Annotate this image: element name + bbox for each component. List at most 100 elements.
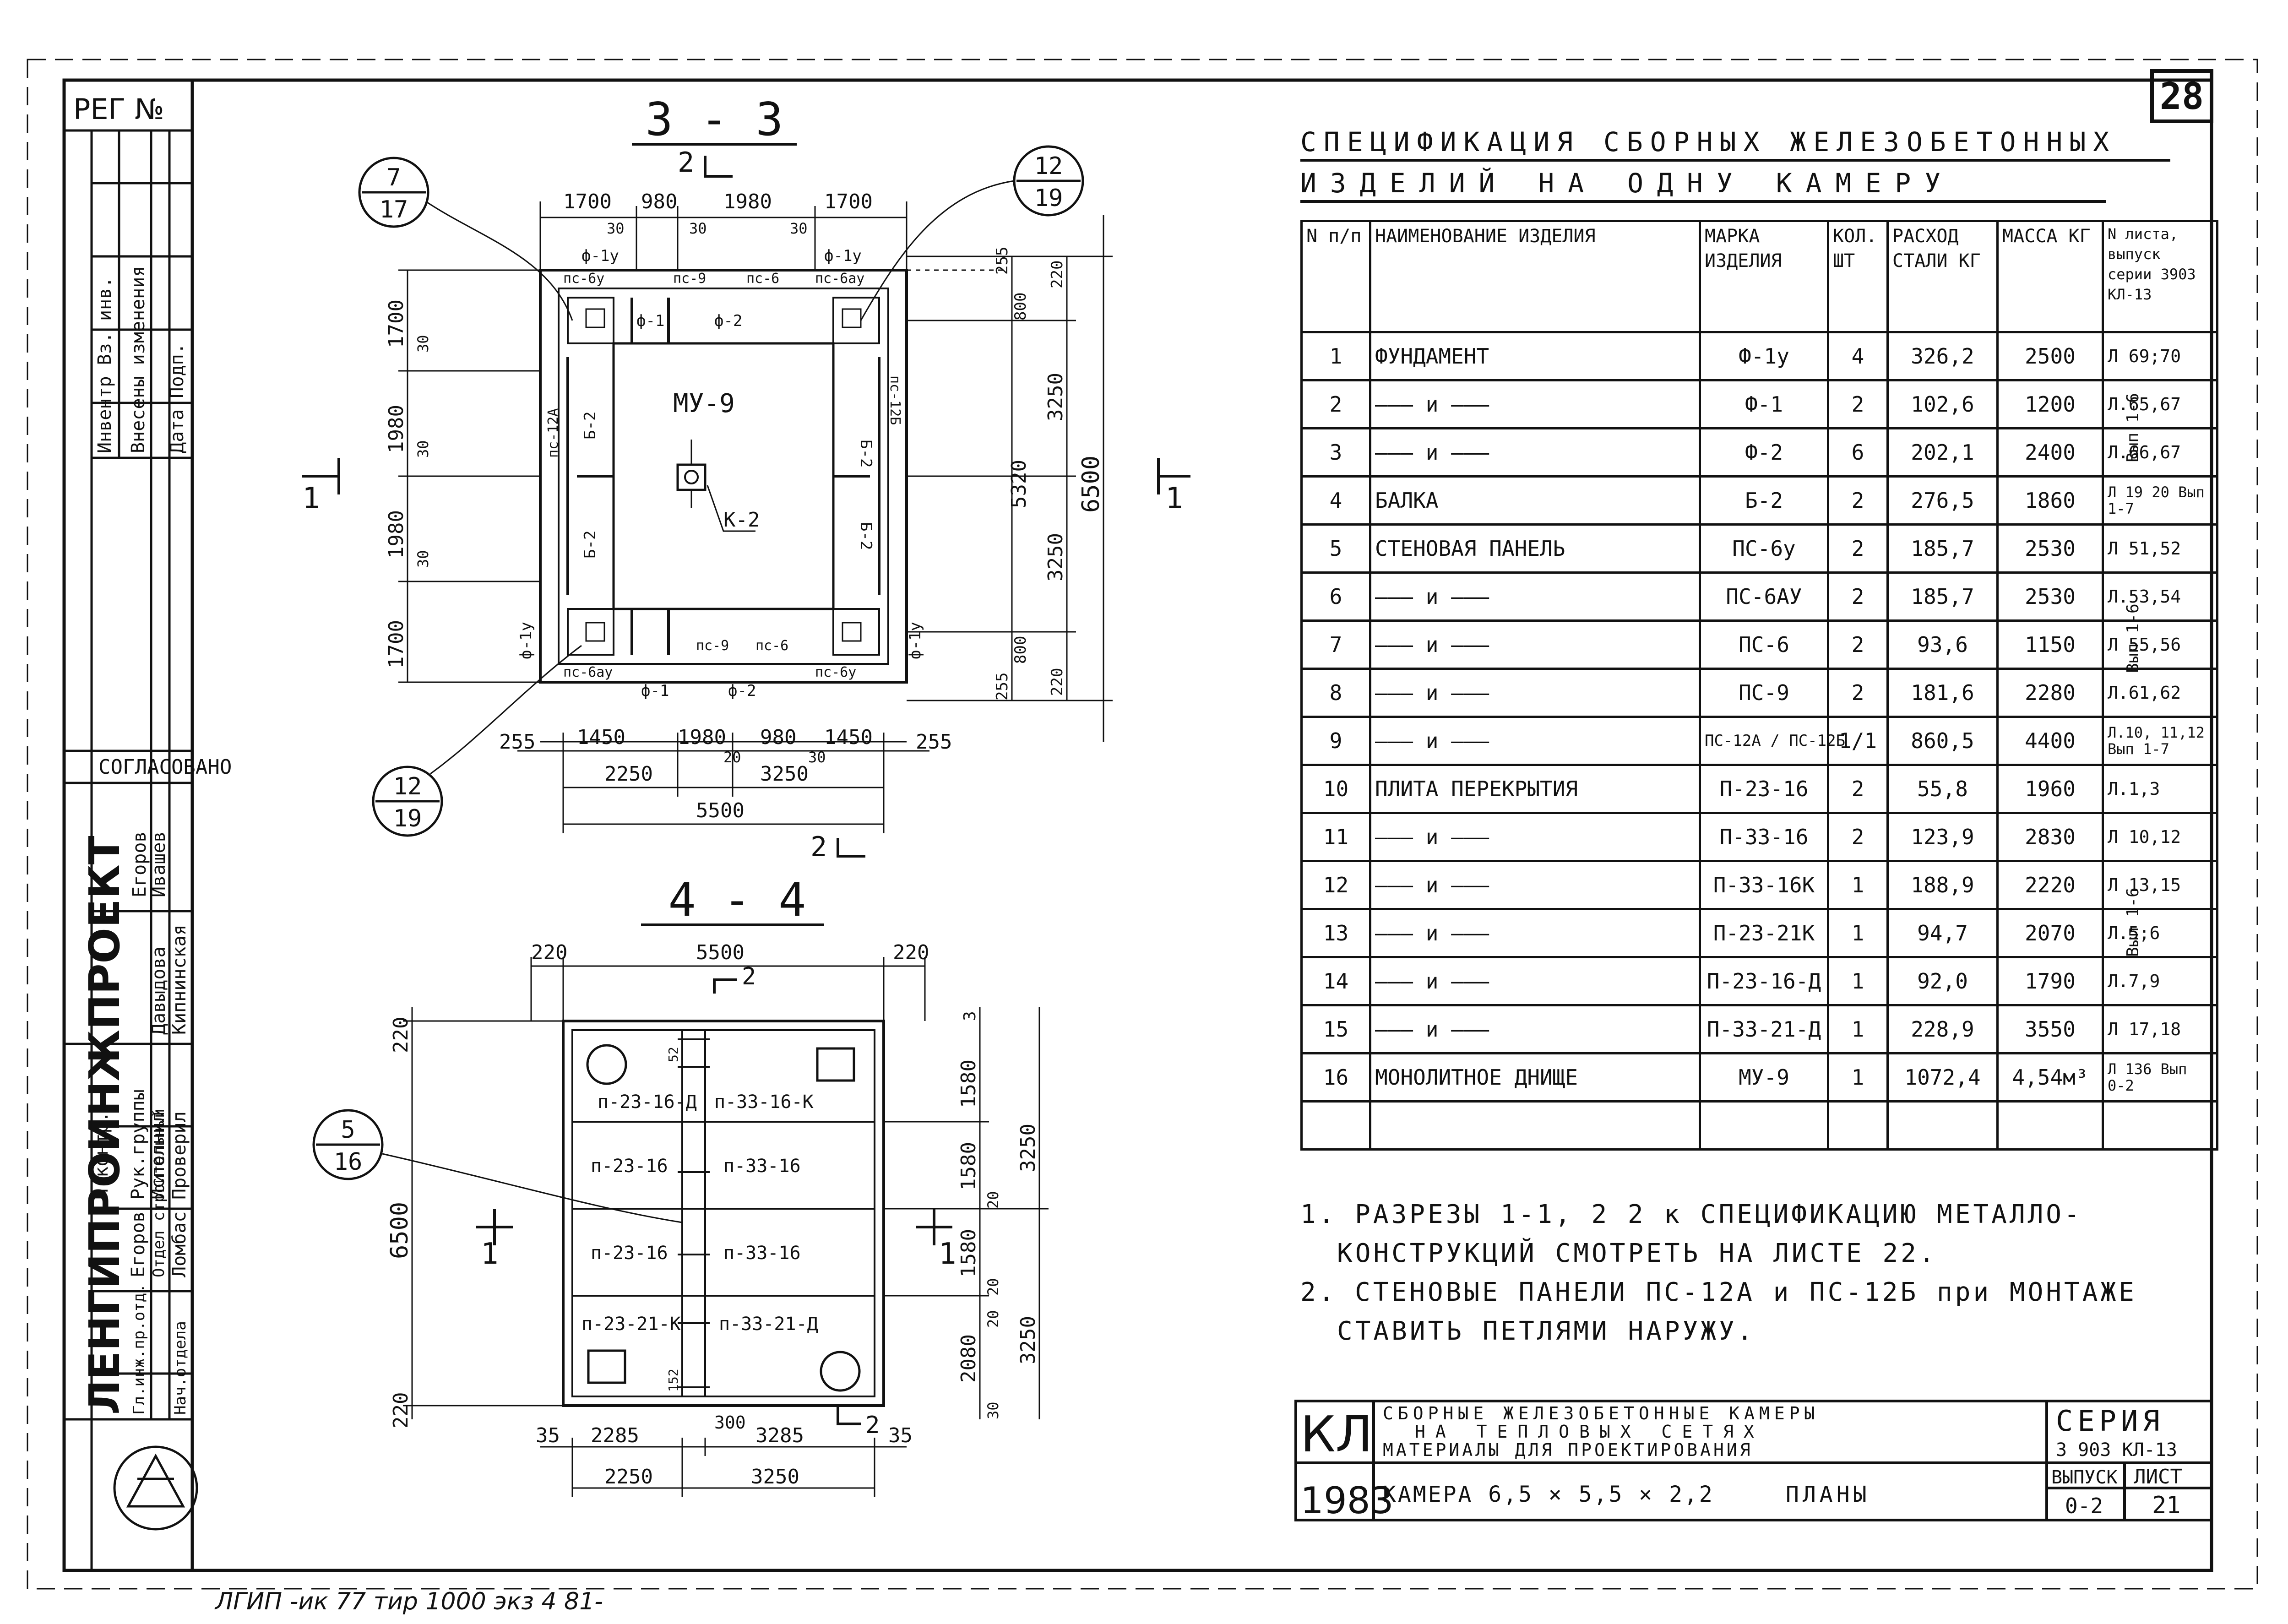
spec-cell-mark: П-23-16 (1699, 764, 1829, 814)
callout-5-top: 5 (341, 1116, 355, 1144)
spec-cell-name: ——— и ——— (1369, 1004, 1701, 1054)
dim-4-4-bot2-1: 2250 (604, 1465, 653, 1488)
spec-cell-ref: Л.65,67 (2102, 379, 2218, 429)
stamp-role-group-head: Рук.группы (128, 1089, 149, 1200)
section-4-4-title: 4 - 4 (668, 873, 806, 927)
spec-cell-mark: П-23-16-Д (1699, 956, 1829, 1006)
label-ps6-top: пс-6 (746, 271, 779, 287)
spec-cell-name: МОНОЛИТНОЕ ДНИЩЕ (1369, 1052, 1701, 1103)
note-line-3: 2. СТЕНОВЫЕ ПАНЕЛИ ПС-12А и ПС-12Б при М… (1300, 1277, 2137, 1307)
slab-label: п-23-16-Д (598, 1092, 697, 1113)
label-ps9-top: пс-9 (673, 271, 706, 287)
dim-3-3-overall-width: 5500 (696, 799, 745, 822)
spec-cell-n: 15 (1300, 1004, 1371, 1054)
spec-cell-steel: 188,9 (1886, 860, 1999, 910)
title-block-list: 21 (2152, 1492, 2181, 1519)
spec-cell-name: БАЛКА (1369, 475, 1701, 526)
dim-3-3-right-4: 3250 (1044, 373, 1067, 421)
label-ps6y-top: пс-6у (563, 271, 604, 287)
dim-4-4-bot-3: 300 (714, 1412, 746, 1433)
stamp-organization: ЛЕНГИПРОИНЖПРОЕКТ (80, 836, 129, 1415)
callout-5-bottom: 16 (334, 1148, 363, 1176)
spec-cell-steel: 123,9 (1886, 812, 1999, 862)
dim-3-3-right-5: 3250 (1044, 533, 1067, 581)
spec-cell-mark: Ф-1у (1699, 331, 1829, 381)
spec-cell-qty: 2 (1827, 668, 1889, 718)
spec-cell-qty: 1 (1827, 1004, 1889, 1054)
spec-cell-n: 13 (1300, 908, 1371, 958)
dim-3-3-leftsub-2: 30 (414, 440, 432, 458)
dim-3-3-left-4: 1700 (385, 620, 408, 668)
spec-cell-mark: ПС-9 (1699, 668, 1829, 718)
spec-cell-qty: 2 (1827, 764, 1889, 814)
dim-3-3-leftsub-3: 30 (414, 550, 432, 568)
label-ps6ay-top: пс-6ау (815, 271, 864, 287)
spec-cell-steel: 93,6 (1886, 619, 1999, 670)
spec-col-name: НАИМЕНОВАНИЕ ИЗДЕЛИЯ (1369, 220, 1701, 333)
spec-cell-qty: 1 (1827, 1052, 1889, 1103)
spec-cell-mass: 1790 (1996, 956, 2104, 1006)
stamp-name-3: Давыдова (148, 946, 169, 1035)
sheet-number: 28 (2160, 75, 2204, 118)
title-block-issue: 0-2 (2065, 1494, 2103, 1518)
spec-cell-steel: 202,1 (1886, 427, 1999, 478)
spec-cell-mark: П-33-21-Д (1699, 1004, 1829, 1054)
title-block-issue-label: ВЫПУСК (2051, 1467, 2118, 1488)
label-f1y-tr: ф-1у (824, 247, 862, 265)
stamp-changes-label: Внесены изменения (128, 266, 149, 453)
note-line-2: КОНСТРУКЦИЙ СМОТРЕТЬ НА ЛИСТЕ 22. (1337, 1238, 1937, 1268)
spec-cell-steel: 228,9 (1886, 1004, 1999, 1054)
spec-cell-n: 6 (1300, 571, 1371, 622)
dim-4-4-right-3: 1580 (957, 1142, 980, 1190)
spec-cell-n: 5 (1300, 523, 1371, 574)
spec-cell-n: 11 (1300, 812, 1371, 862)
spec-cell-mark: Ф-2 (1699, 427, 1829, 478)
dim-4-4-right-group-2: 3250 (1016, 1316, 1040, 1364)
reg-no-label: РЕГ № (73, 92, 164, 126)
spec-cell-ref: Л.53,54 (2102, 571, 2218, 622)
label-k2: К-2 (723, 508, 760, 532)
spec-cell-n: 14 (1300, 956, 1371, 1006)
dim-4-4-bot-5: 35 (888, 1424, 913, 1447)
dim-4-4-right-8: 20 (984, 1310, 1002, 1328)
section-4-4-cut-bottom: 2 (865, 1412, 880, 1439)
title-block-code: КЛ (1300, 1406, 1373, 1463)
dim-4-4-right-9: 30 (984, 1401, 1002, 1419)
spec-cell-mark: ПС-6 (1699, 619, 1829, 670)
spec-empty-cell (1996, 1100, 2104, 1151)
spec-cell-qty: 2 (1827, 571, 1889, 622)
spec-cell-qty: 6 (1827, 427, 1889, 478)
label-ps12b: пс-12Б (887, 375, 903, 425)
spec-cell-mark: П-33-16К (1699, 860, 1829, 910)
title-block-desc-3: МАТЕРИАЛЫ ДЛЯ ПРОЕКТИРОВАНИЯ (1383, 1440, 1753, 1460)
dim-3-3-topsub-3: 30 (790, 220, 808, 237)
dim-3-3-bot-1: 255 (499, 730, 535, 754)
dim-4-4-bot-2: 2285 (591, 1424, 639, 1447)
spec-cell-n: 10 (1300, 764, 1371, 814)
title-block-desc-2: НА ТЕПЛОВЫХ СЕТЯХ (1415, 1422, 1764, 1442)
spec-cell-mass: 4,54м³ (1996, 1052, 2104, 1103)
dim-4-4-right-5: 2080 (957, 1334, 980, 1383)
dim-3-3-botsub-2: 30 (808, 749, 826, 766)
spec-cell-n: 4 (1300, 475, 1371, 526)
dim-3-3-botsub-1: 20 (723, 749, 741, 766)
label-mu9: МУ-9 (673, 389, 735, 418)
dim-3-3-bot-6: 255 (916, 730, 952, 754)
spec-cell-mark: МУ-9 (1699, 1052, 1829, 1103)
spec-cell-steel: 185,7 (1886, 523, 1999, 574)
spec-cell-mass: 1960 (1996, 764, 2104, 814)
dim-4-4-left-2: 6500 (386, 1202, 413, 1259)
stamp-role-dept-head: Нач.отдела (171, 1321, 190, 1415)
spec-empty-cell (2102, 1100, 2218, 1151)
trim-line (27, 59, 2258, 1590)
spec-cell-steel: 102,6 (1886, 379, 1999, 429)
bottom-handwritten-note: ЛГИП -ик 77 тир 1000 экз 4 81- (214, 1588, 603, 1615)
spec-cell-ref: Л.5;6 (2102, 908, 2218, 958)
slab-label: п-33-16 (723, 1156, 801, 1177)
stamp-date-sign-label: Дата Подп. (167, 343, 188, 453)
